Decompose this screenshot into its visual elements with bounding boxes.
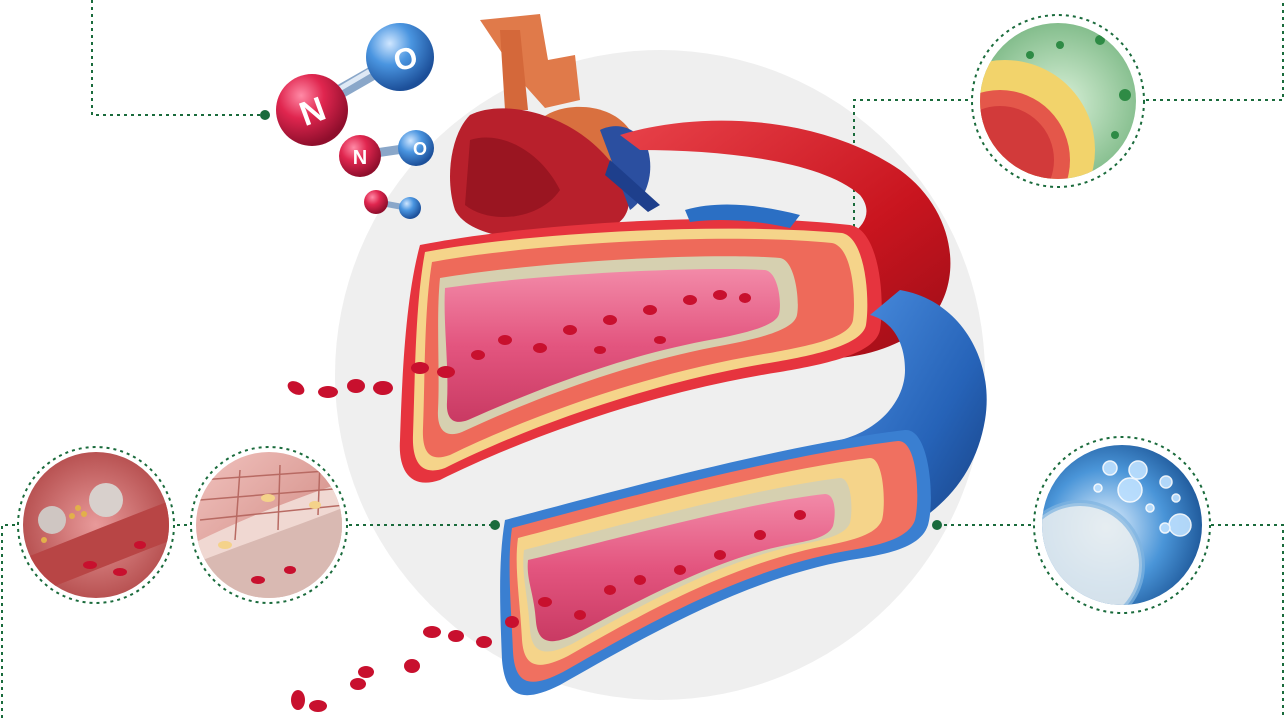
leader-line-bottom-right-out xyxy=(1204,525,1283,718)
leader-dot-vein-right xyxy=(932,520,942,530)
leader-line-left-out xyxy=(2,525,22,718)
leader-dot-vein-left xyxy=(490,520,500,530)
molecule-large: N O xyxy=(276,23,434,146)
leader-line-molecule xyxy=(92,0,265,115)
callout-bottom-left-2 xyxy=(190,447,350,603)
molecule-medium-o-label: O xyxy=(413,139,427,159)
callout-top-right xyxy=(915,15,1145,240)
molecule-medium-n-label: N xyxy=(353,147,367,169)
leader-line-top-right-out xyxy=(1146,0,1283,100)
callout-bottom-right xyxy=(1018,437,1210,627)
callout-bottom-left-1 xyxy=(18,447,174,603)
leader-dot-molecule xyxy=(260,110,270,120)
